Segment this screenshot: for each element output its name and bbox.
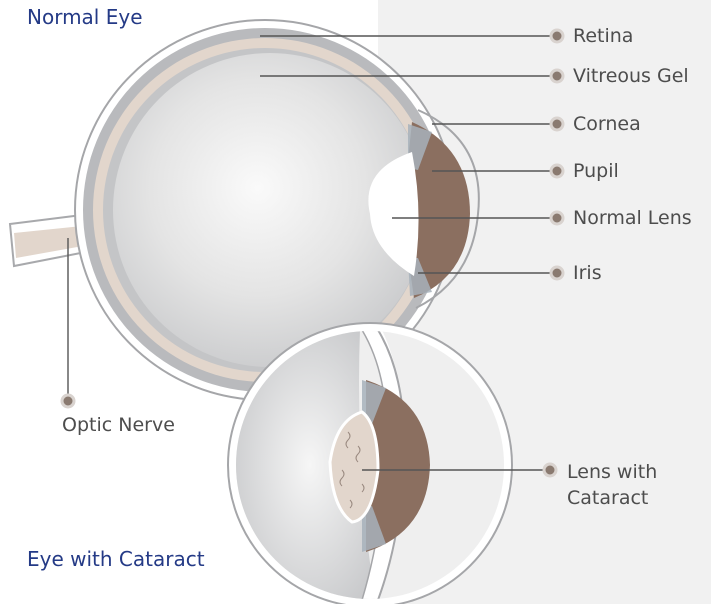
marker-normal-lens [551, 212, 563, 224]
label-vitreous-gel: Vitreous Gel [573, 63, 689, 89]
label-pupil: Pupil [573, 158, 619, 184]
marker-vitreous [551, 70, 563, 82]
label-lens-with-cataract-line2: Cataract [567, 485, 648, 511]
marker-pupil [551, 165, 563, 177]
label-normal-lens: Normal Lens [573, 205, 692, 231]
marker-iris [551, 267, 563, 279]
title-eye-with-cataract: Eye with Cataract [27, 547, 205, 571]
marker-retina [551, 30, 563, 42]
marker-optic-nerve [62, 395, 74, 407]
label-retina: Retina [573, 23, 633, 49]
label-optic-nerve: Optic Nerve [62, 412, 175, 438]
label-cornea: Cornea [573, 111, 641, 137]
label-iris: Iris [573, 260, 602, 286]
label-lens-with-cataract-line1: Lens with [567, 459, 657, 485]
title-normal-eye: Normal Eye [27, 5, 143, 29]
marker-cornea [551, 118, 563, 130]
cataract-eye [228, 323, 512, 604]
marker-cataract-lens [544, 464, 556, 476]
